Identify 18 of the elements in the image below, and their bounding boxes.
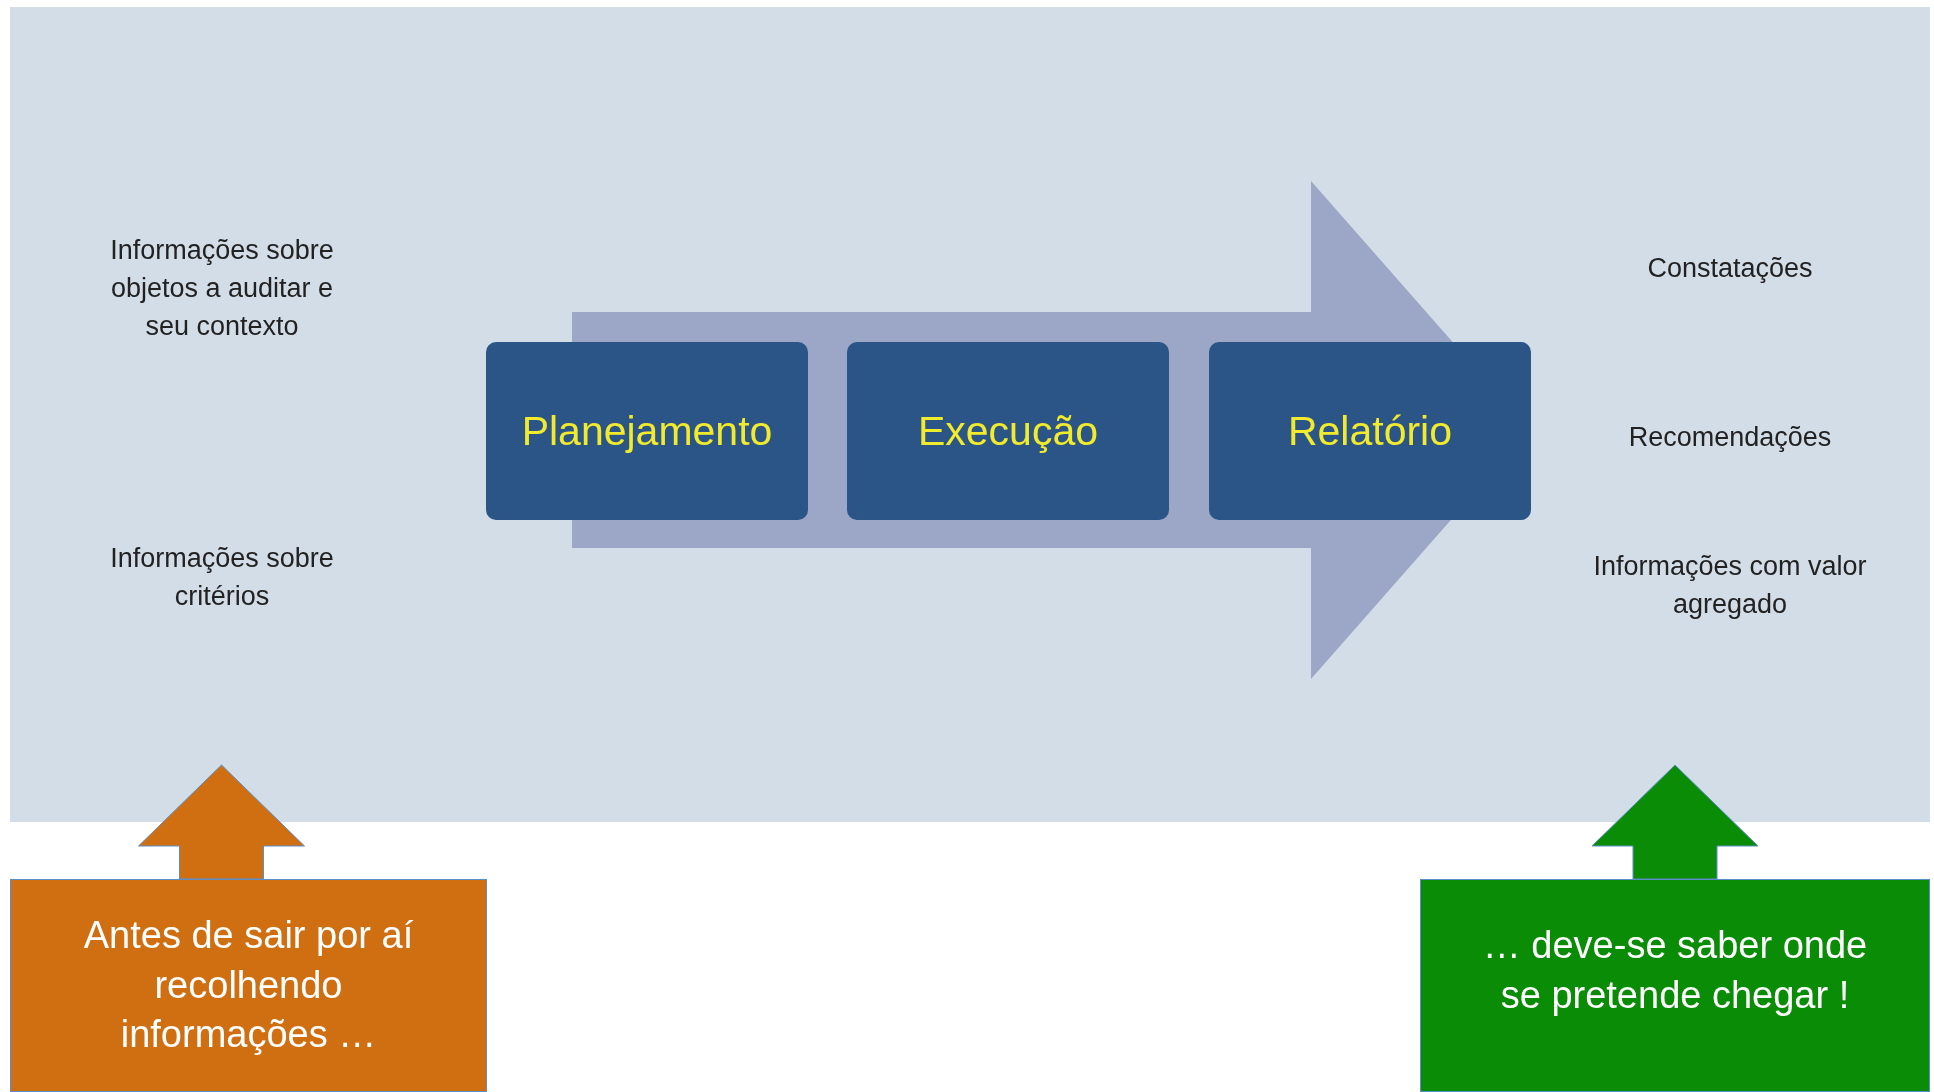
step-label: Relatório	[1287, 407, 1453, 455]
step-label: Planejamento	[521, 407, 773, 455]
block-arrow	[1591, 764, 1759, 880]
process-box	[847, 342, 1169, 520]
note-box	[1420, 879, 1930, 1092]
info-text: Informações sobre critérios	[109, 541, 335, 613]
info-text: Informações sobre objetos a auditar e seu contexto	[109, 233, 335, 344]
process-box	[1209, 342, 1531, 520]
info-text: Informações com valor agregado	[1592, 549, 1868, 621]
info-text: Constatações	[1647, 251, 1813, 285]
background-panel	[10, 7, 1930, 822]
note-text: … deve-se saber onde se pretende chegar !	[1481, 923, 1869, 1018]
step-label: Execução	[917, 407, 1099, 455]
process-box	[486, 342, 808, 520]
block-arrow	[138, 764, 305, 880]
info-text: Recomendações	[1628, 420, 1832, 454]
note-text: Antes de sair por aí recolhendo informações …	[82, 913, 415, 1058]
note-box	[10, 879, 487, 1092]
